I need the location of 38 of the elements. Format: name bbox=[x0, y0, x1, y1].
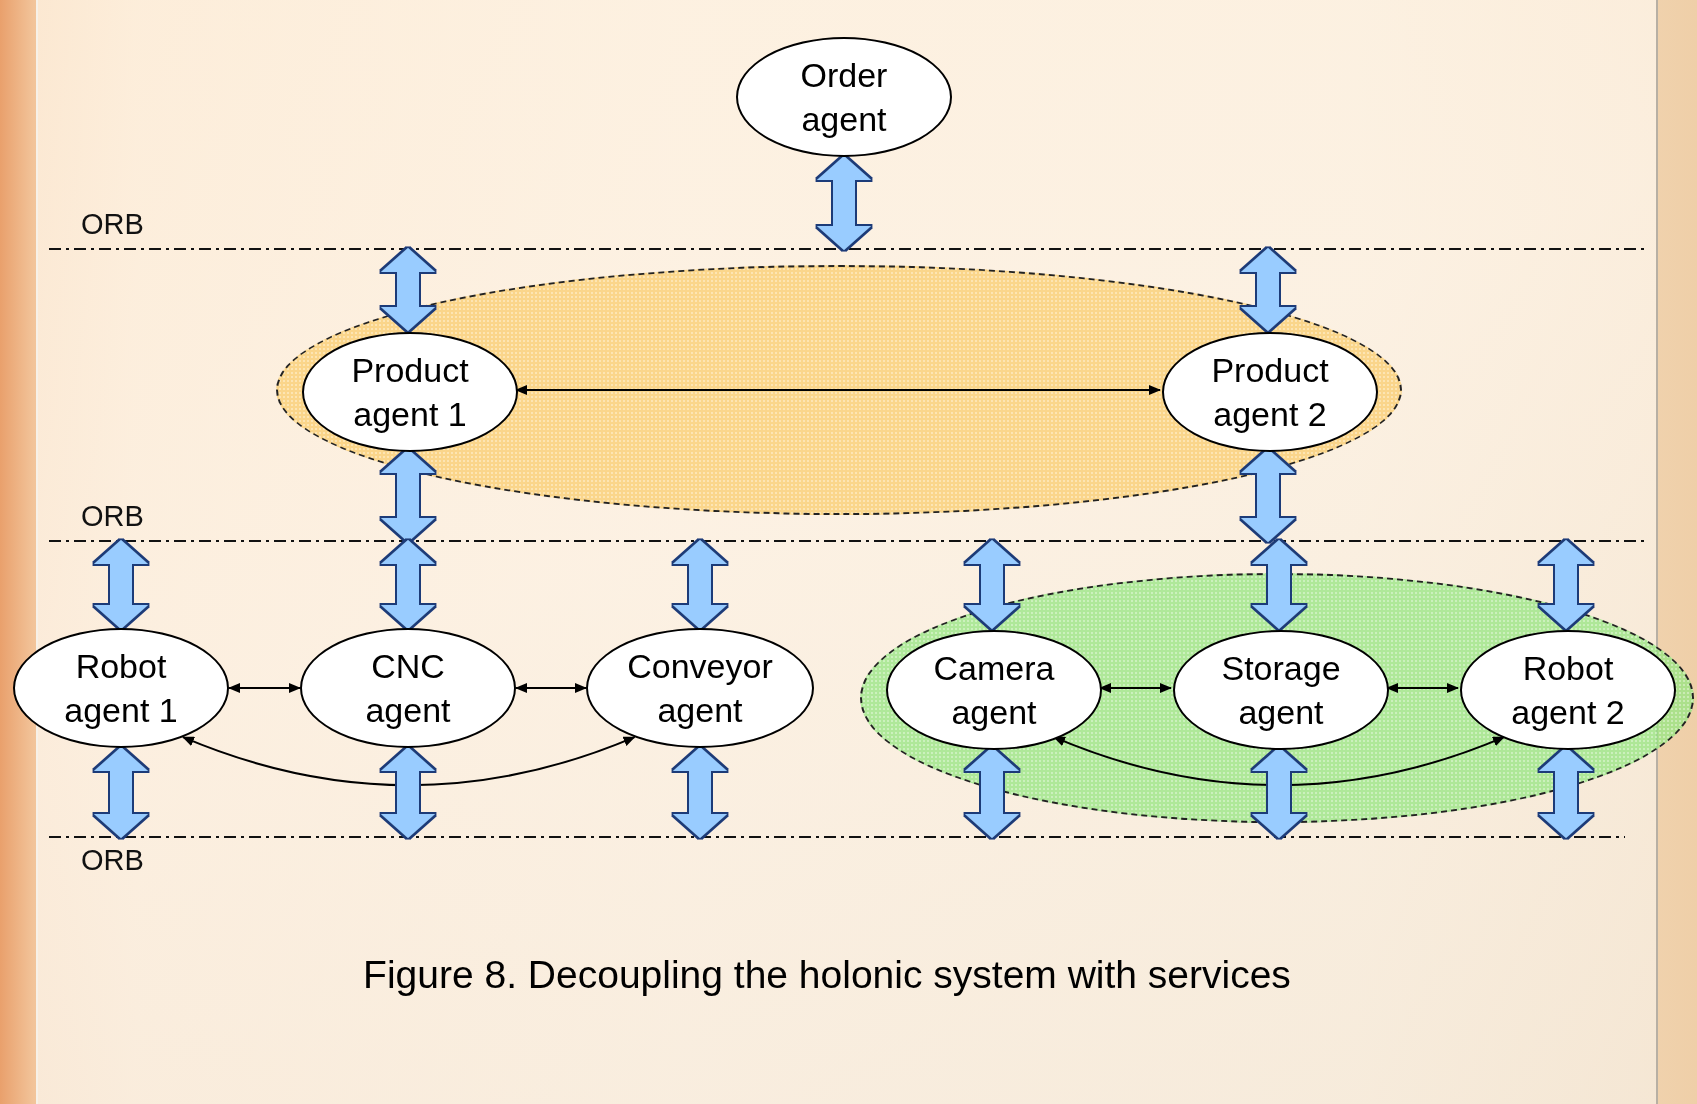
double-arrow bbox=[94, 747, 148, 838]
connector-arrow bbox=[182, 736, 636, 787]
orb-label: ORB bbox=[81, 208, 144, 241]
node-label: Order agent bbox=[799, 54, 889, 140]
figure-caption: Figure 8. Decoupling the holonic system with services bbox=[362, 953, 1292, 997]
agent-ellipse bbox=[1460, 630, 1676, 750]
agent-ellipse bbox=[886, 630, 1102, 750]
node-label: Camera agent bbox=[932, 647, 1056, 733]
node-label: Robot agent 1 bbox=[63, 645, 179, 731]
double-arrow bbox=[381, 449, 435, 542]
double-arrow bbox=[1241, 449, 1295, 542]
double-arrow bbox=[381, 747, 435, 838]
double-arrow bbox=[1539, 540, 1593, 629]
agent-ellipse bbox=[1173, 630, 1389, 750]
double-arrow bbox=[381, 540, 435, 629]
double-arrow bbox=[94, 540, 148, 629]
agent-ellipse bbox=[1162, 332, 1378, 452]
double-arrow bbox=[673, 747, 727, 838]
double-arrow bbox=[1539, 747, 1593, 838]
node-label: CNC agent bbox=[364, 645, 452, 731]
orb-label: ORB bbox=[81, 500, 144, 533]
node-label: Product agent 2 bbox=[1210, 349, 1330, 435]
double-arrow bbox=[965, 747, 1019, 838]
double-arrow bbox=[1252, 540, 1306, 629]
double-arrow bbox=[673, 540, 727, 629]
node-label: Robot agent 2 bbox=[1510, 647, 1626, 733]
orb-label: ORB bbox=[81, 844, 144, 877]
node-label: Storage agent bbox=[1220, 647, 1342, 733]
node-label: Product agent 1 bbox=[350, 349, 470, 435]
double-arrow bbox=[381, 248, 435, 331]
connector-arrow bbox=[228, 683, 301, 693]
double-arrow bbox=[817, 156, 871, 250]
node-label: Conveyor agent bbox=[626, 645, 774, 731]
double-arrow bbox=[965, 540, 1019, 629]
double-arrow bbox=[1241, 248, 1295, 331]
double-arrow bbox=[1252, 747, 1306, 838]
connector-arrow bbox=[515, 683, 587, 693]
agent-ellipse bbox=[302, 332, 518, 452]
